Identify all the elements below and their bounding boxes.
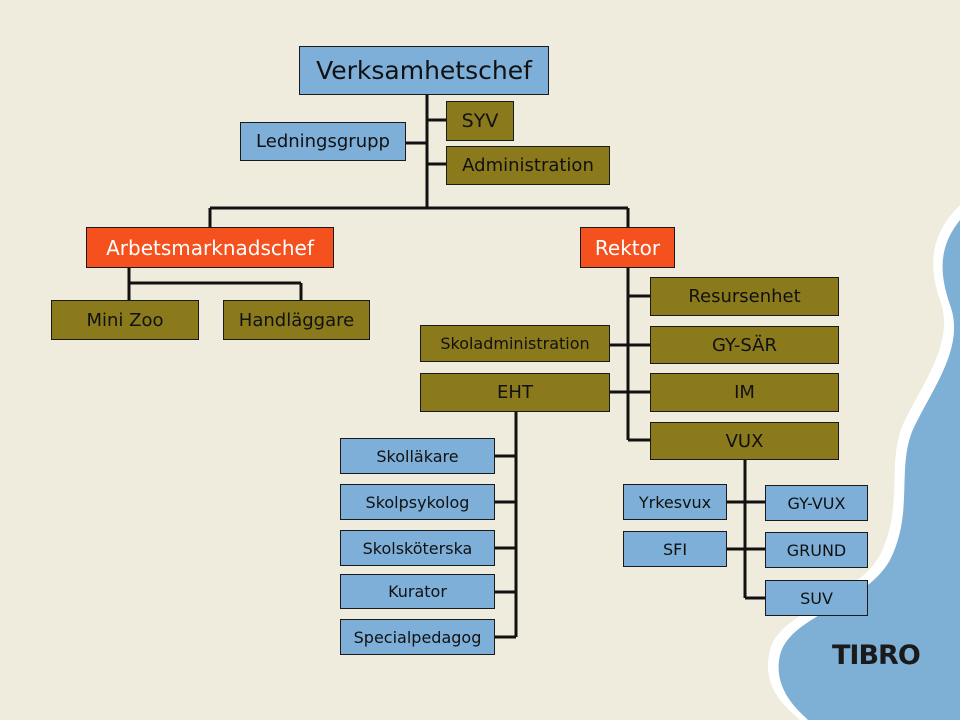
node-mini-zoo: Mini Zoo (51, 300, 199, 340)
node-skoladministration: Skoladministration (420, 325, 610, 362)
node-rektor: Rektor (580, 227, 675, 268)
node-skolpsykolog: Skolpsykolog (340, 484, 495, 520)
node-yrkesvux: Yrkesvux (623, 484, 727, 520)
node-syv: SYV (446, 101, 514, 141)
node-suv: SUV (765, 580, 868, 616)
node-gy-vux: GY-VUX (765, 485, 868, 521)
node-skolskoterska: Skolsköterska (340, 530, 495, 566)
tibro-logo: TIBRO (832, 640, 921, 671)
node-kurator: Kurator (340, 574, 495, 609)
node-resursenhet: Resursenhet (650, 277, 839, 316)
node-specialpedagog: Specialpedagog (340, 619, 495, 655)
node-administration: Administration (446, 146, 610, 185)
node-eht: EHT (420, 373, 610, 412)
node-verksamhetschef: Verksamhetschef (299, 46, 549, 95)
node-ledningsgrupp: Ledningsgrupp (240, 122, 406, 161)
node-gy-sar: GY-SÄR (650, 326, 839, 364)
node-im: IM (650, 373, 839, 412)
node-sfi: SFI (623, 531, 727, 567)
node-grund: GRUND (765, 532, 868, 568)
node-handlaggare: Handläggare (223, 300, 370, 340)
node-vux: VUX (650, 422, 839, 460)
node-arbetsmarknadschef: Arbetsmarknadschef (86, 227, 334, 268)
node-skollakare: Skolläkare (340, 438, 495, 474)
